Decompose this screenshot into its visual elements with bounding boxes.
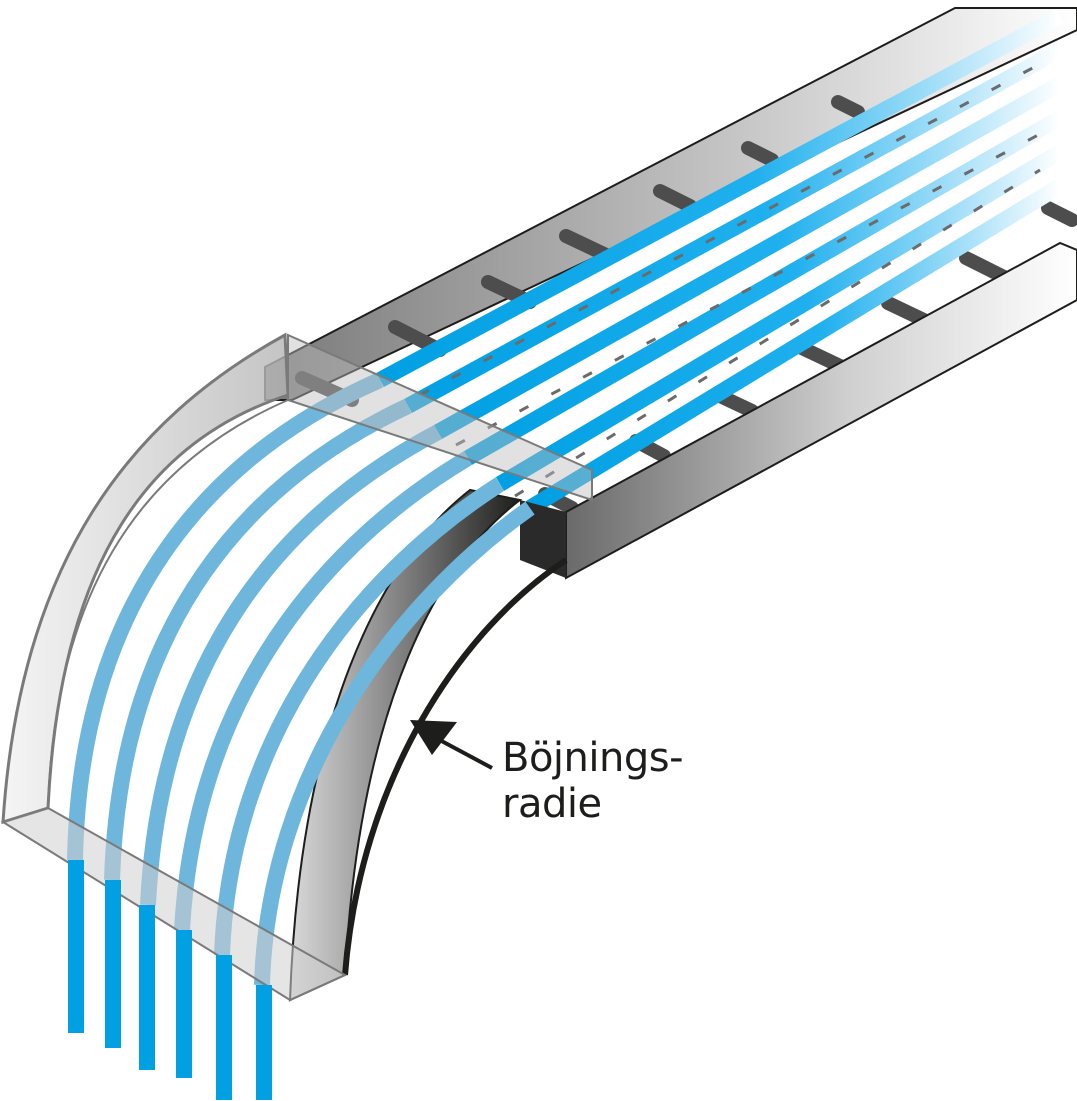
bend-cables [67,372,535,986]
bend-radius-label-line1: Böjnings- [502,735,684,781]
vertical-cables [68,860,272,1100]
straight-cables [376,8,1065,515]
bend-cover-plate [0,333,593,1002]
bend-radius-label-line2: radie [502,781,602,827]
arrow-pointer-icon [410,720,493,770]
straight-tray-front-rail [520,241,1077,580]
cable-ties [419,62,1041,498]
bend-radius-label: Böjnings- radie [502,735,684,827]
